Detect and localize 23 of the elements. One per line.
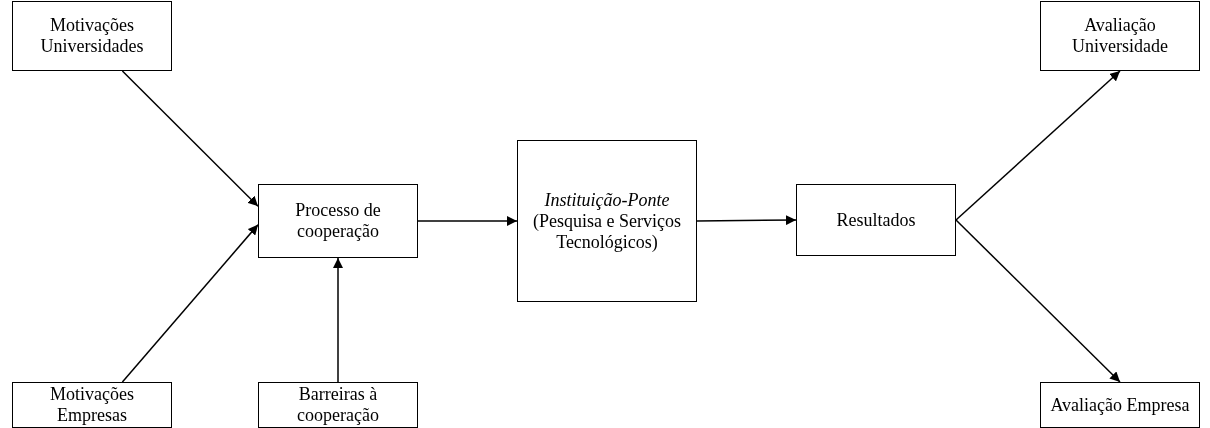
arrow	[121, 223, 259, 383]
node-label: Avaliação Empresa	[1049, 394, 1191, 416]
node-label: Motivações Empresas	[49, 384, 135, 426]
node-label: Instituição-Ponte (Pesquisa e Serviços Tecnológicos)	[532, 189, 682, 253]
process-box	[796, 184, 956, 256]
process-box	[12, 382, 172, 428]
process-box	[12, 1, 172, 71]
node-label: Motivações Universidades	[39, 15, 145, 57]
process-box	[258, 382, 418, 428]
process-box	[1040, 1, 1200, 71]
node-label: Processo de cooperação	[294, 200, 382, 242]
node-label: Avaliação Universidade	[1071, 15, 1169, 57]
arrow	[955, 70, 1121, 221]
process-box	[517, 140, 697, 302]
process-box	[1040, 382, 1200, 428]
arrow	[333, 257, 343, 383]
arrow	[696, 215, 797, 226]
arrow	[121, 70, 259, 207]
arrow	[417, 216, 518, 226]
node-label: Barreiras à cooperação	[296, 384, 380, 426]
process-box	[258, 184, 418, 258]
node-label: Resultados	[835, 209, 917, 231]
arrow	[955, 219, 1121, 383]
